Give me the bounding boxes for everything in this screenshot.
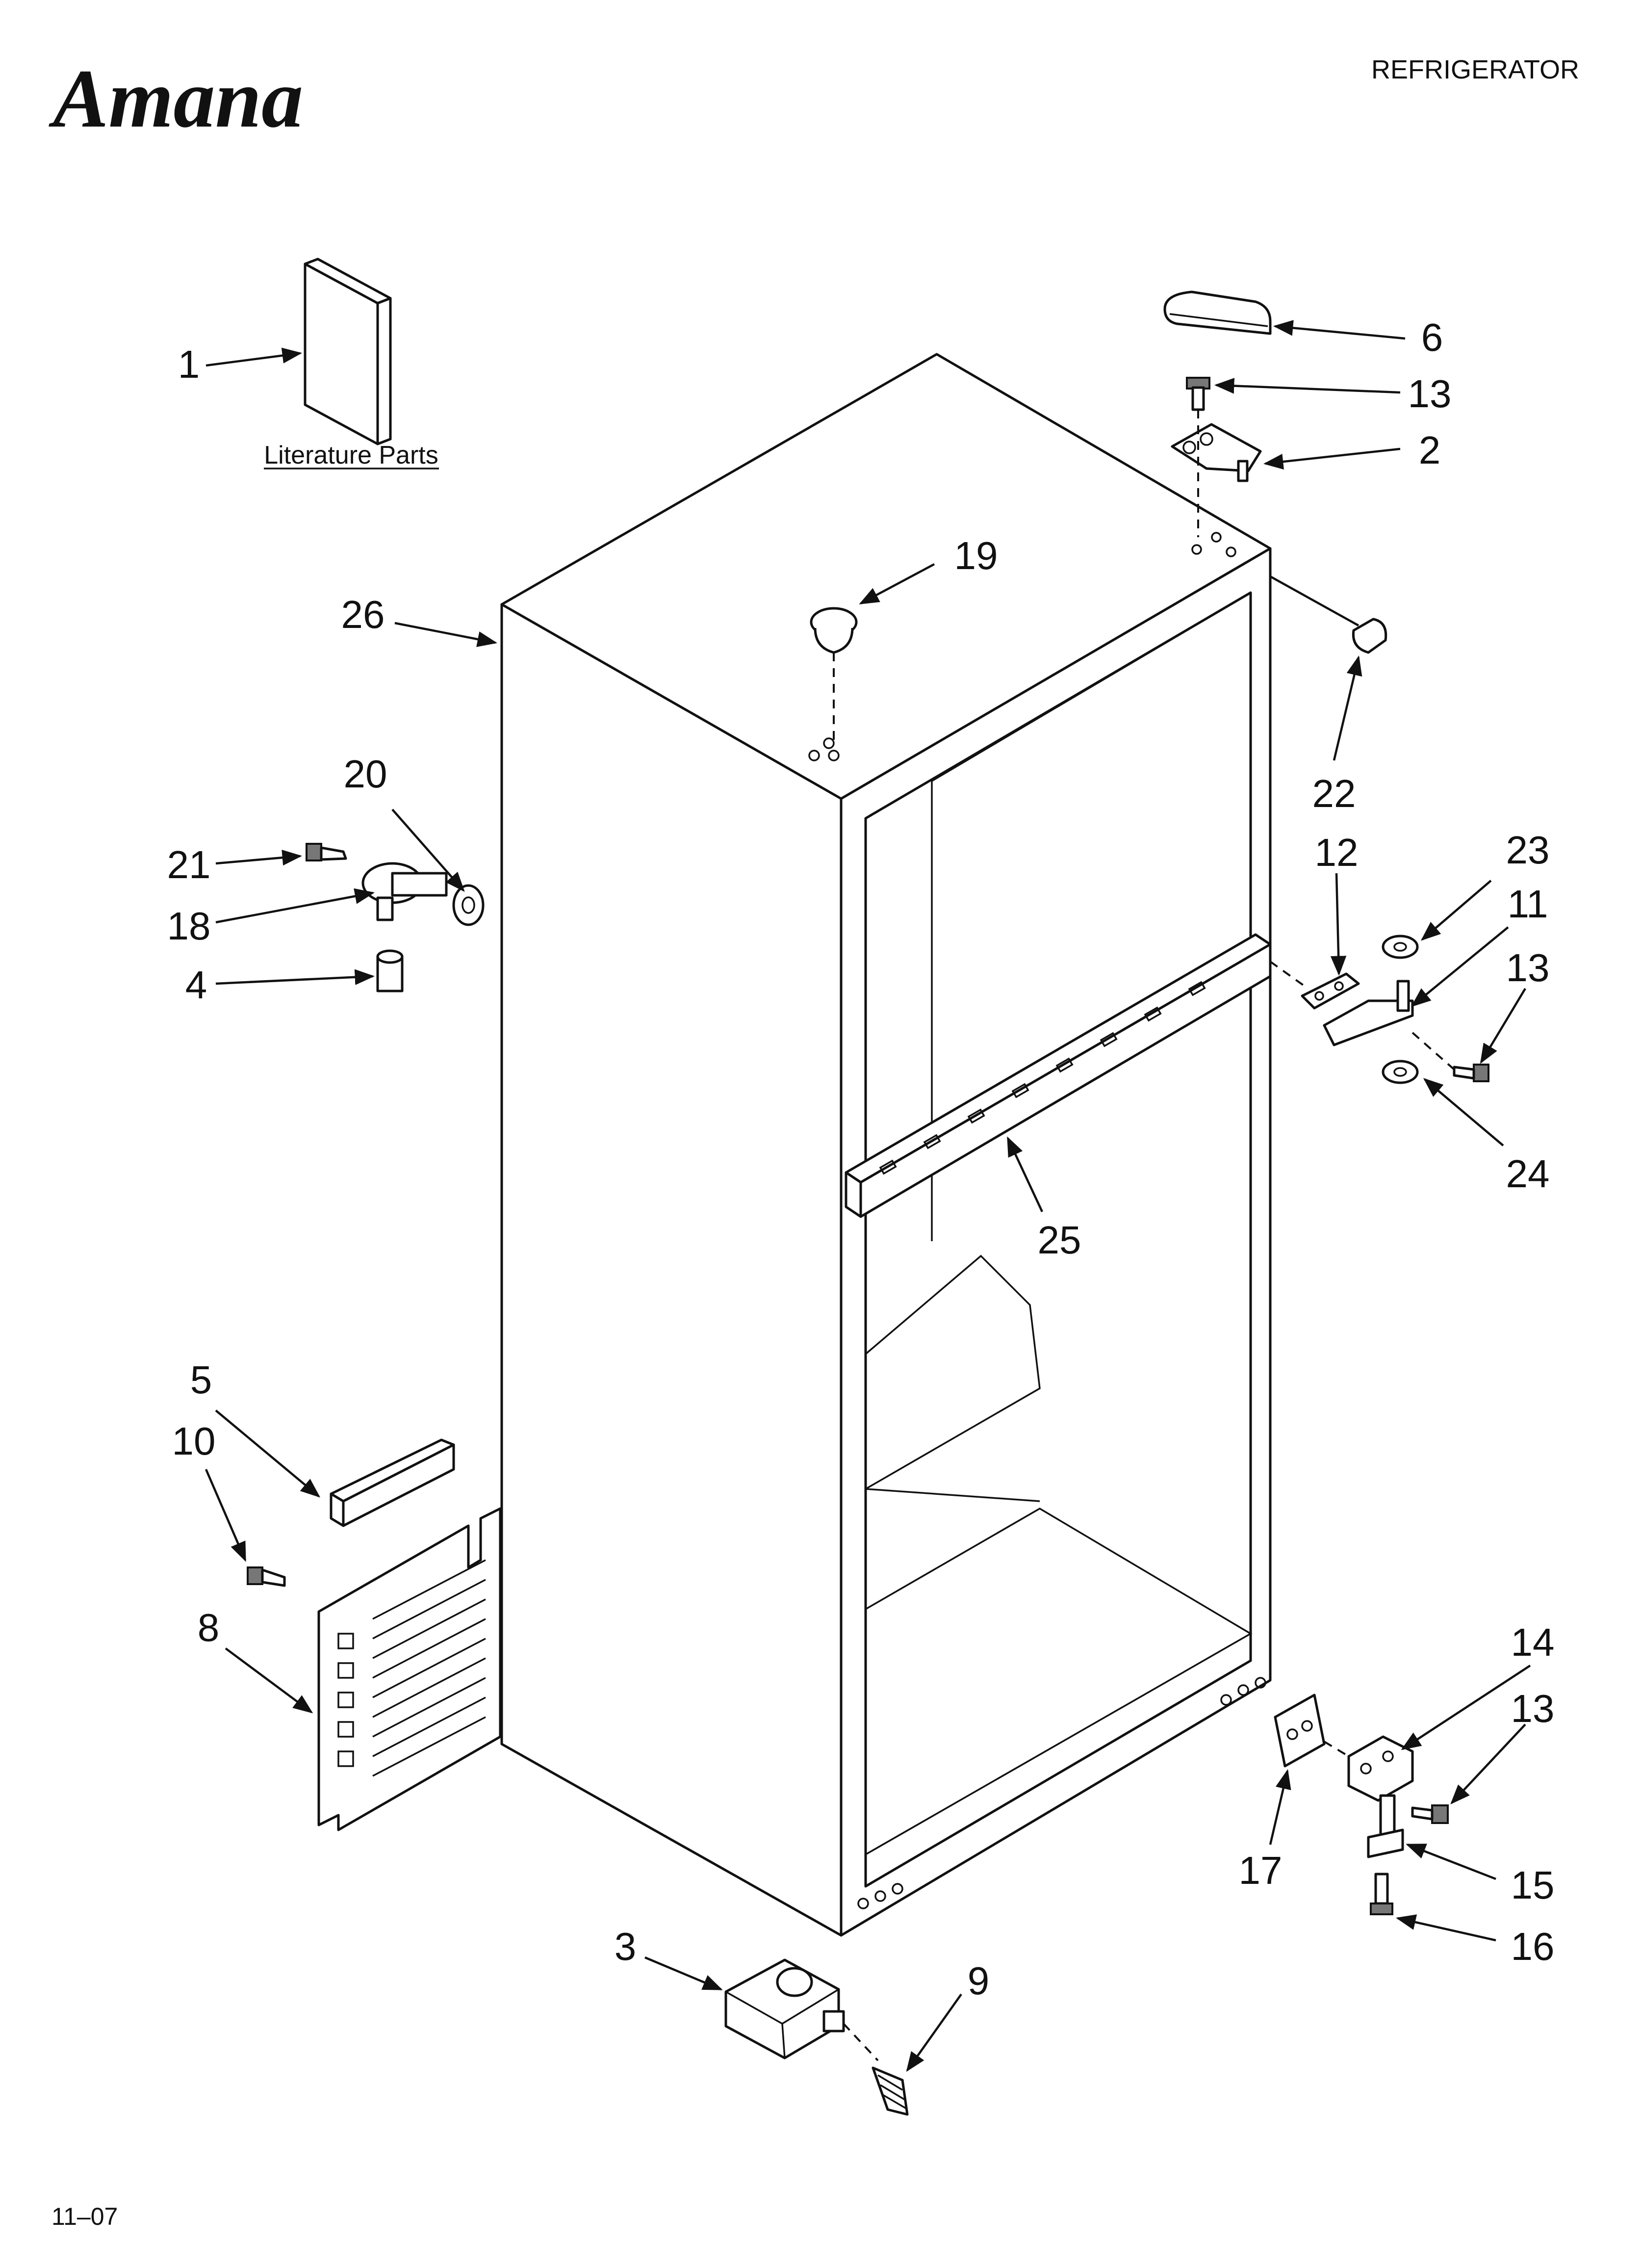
upper-hinge-washer (1382, 935, 1419, 959)
date-code: 11–07 (51, 2203, 118, 2230)
callout-2: 2 (1419, 428, 1441, 472)
callout-22: 22 (1312, 772, 1356, 815)
leveling-leg-block (724, 1958, 845, 2059)
callout-17: 17 (1239, 1849, 1283, 1892)
callout-24: 24 (1506, 1152, 1550, 1196)
callout-18: 18 (167, 904, 211, 948)
callout-13-bottom: 13 (1511, 1687, 1555, 1730)
callout-1: 1 (178, 342, 200, 386)
door-stop (1352, 618, 1387, 654)
callout-8: 8 (198, 1606, 220, 1649)
callout-15: 15 (1511, 1863, 1555, 1907)
grille-seal (330, 1438, 455, 1527)
grille-screw (247, 1566, 286, 1587)
top-hinge-cover (1163, 290, 1272, 335)
lower-hinge-washer (1382, 1060, 1419, 1084)
left-side-screw (306, 843, 347, 861)
refrigerator-cabinet (500, 353, 1272, 1937)
callout-20: 20 (344, 752, 387, 796)
callout-11: 11 (1507, 882, 1548, 926)
callout-leaders (205, 320, 1531, 2072)
center-hinge-screw (1453, 1064, 1489, 1082)
toe-grille (317, 1507, 502, 1831)
callout-21: 21 (167, 843, 211, 886)
center-hinge-shim (1301, 972, 1360, 1010)
callout-10: 10 (172, 1419, 216, 1463)
callout-5: 5 (190, 1358, 212, 1402)
callout-labels: 1 6 13 2 19 26 22 20 21 18 4 12 23 11 13… (167, 315, 1555, 2003)
callout-14: 14 (1511, 1620, 1555, 1664)
callout-12: 12 (1315, 831, 1359, 874)
door-hinge-bracket (361, 862, 448, 921)
callout-6: 6 (1421, 315, 1443, 359)
bottom-hinge (1347, 1735, 1414, 1802)
callout-3: 3 (615, 1925, 637, 1968)
bottom-hinge-shim (1274, 1694, 1326, 1768)
callout-9: 9 (968, 1959, 990, 2003)
leveling-screw (872, 2066, 909, 2116)
hinge-pin-screw (1370, 1873, 1393, 1915)
callout-16: 16 (1511, 1925, 1555, 1968)
hinge-bushing (376, 949, 404, 992)
hinge-washer (452, 884, 485, 926)
top-hinge (1171, 423, 1262, 482)
callout-13-middle: 13 (1506, 946, 1550, 990)
callout-4: 4 (185, 963, 207, 1007)
top-plug (810, 607, 858, 654)
callout-19: 19 (954, 534, 998, 577)
product-title: REFRIGERATOR (1371, 55, 1579, 84)
hinge-pin (1367, 1794, 1404, 1858)
callout-26: 26 (341, 593, 385, 636)
center-hinge (1323, 980, 1414, 1046)
callout-13-top: 13 (1408, 372, 1452, 416)
literature-label: Literature Parts (264, 441, 438, 469)
callout-23: 23 (1506, 828, 1550, 872)
bottom-hinge-screw (1411, 1804, 1449, 1824)
callout-25: 25 (1038, 1218, 1081, 1262)
divider-rail (845, 933, 1272, 1218)
literature-booklet (304, 258, 392, 445)
top-hinge-screw (1186, 377, 1210, 411)
brand-logo: Amana (49, 52, 303, 145)
